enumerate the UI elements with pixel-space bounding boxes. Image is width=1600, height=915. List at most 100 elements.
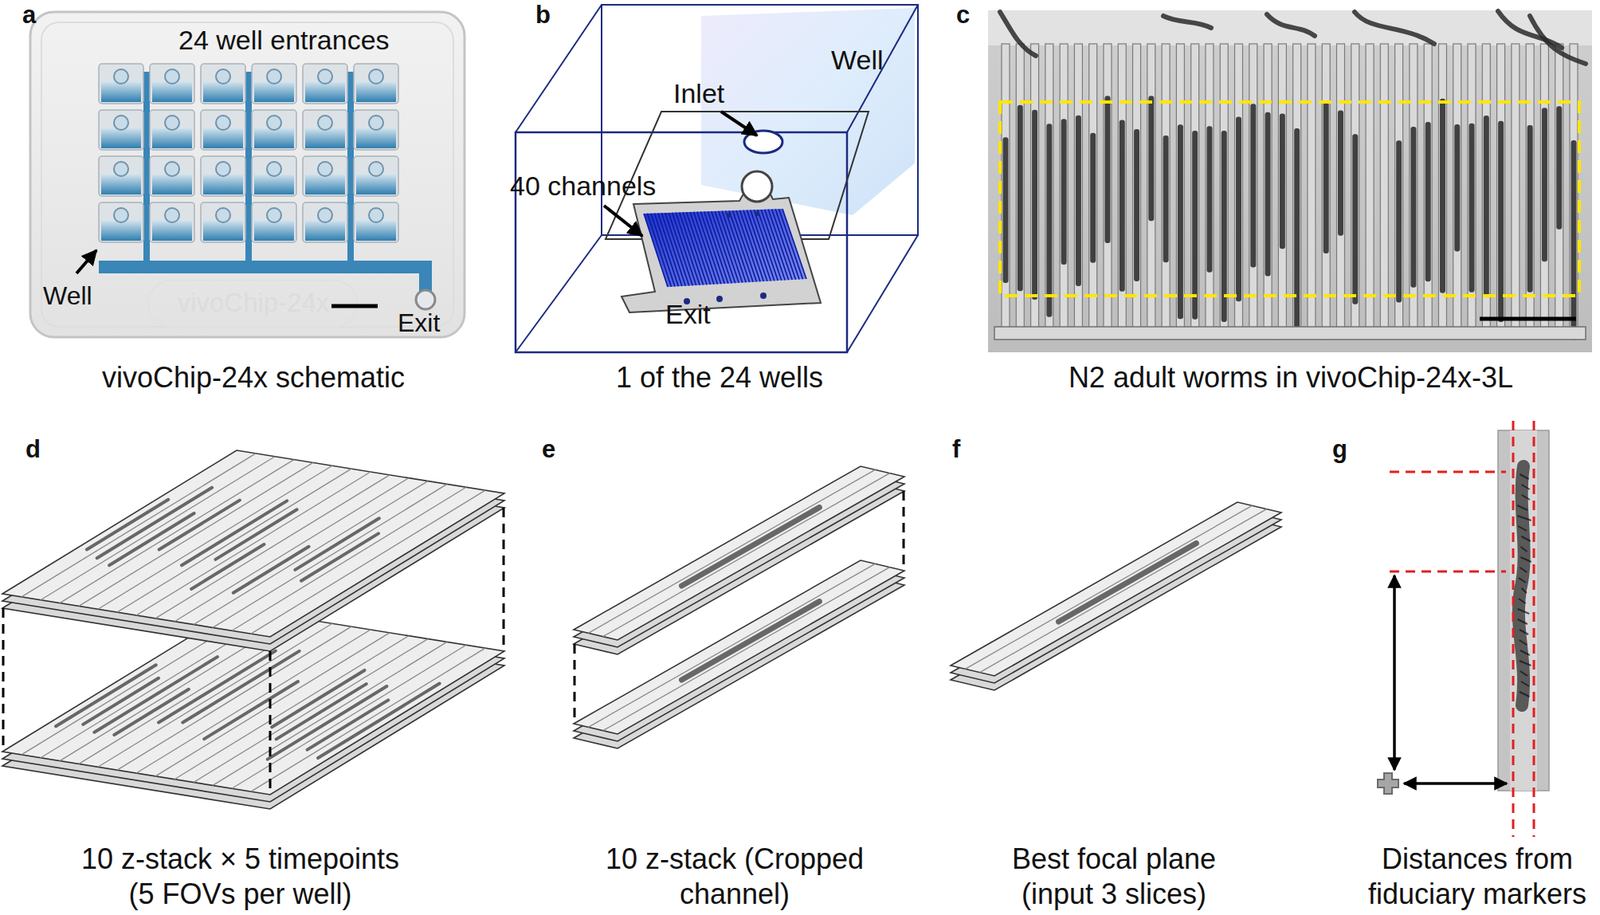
panel-letter: b <box>535 0 551 31</box>
channel-line <box>782 208 807 279</box>
box-edge <box>515 4 602 133</box>
channel <box>1235 43 1244 328</box>
worm-texture <box>1520 670 1528 676</box>
channel-array <box>643 208 807 287</box>
image-slice <box>2 450 505 637</box>
panel-caption: 10 z-stack × 5 timepoints (5 FOVs per we… <box>70 841 410 912</box>
channel-line <box>675 212 700 286</box>
well <box>98 156 144 197</box>
panel-caption: Distances from fiduciary markers <box>1356 841 1598 912</box>
well-grid <box>98 63 399 263</box>
fiducial-dot <box>716 295 723 302</box>
channel-wall <box>588 469 875 633</box>
worm <box>307 699 389 750</box>
panel-letter: f <box>952 434 961 465</box>
worm <box>1235 116 1242 302</box>
channel-wall <box>964 505 1252 669</box>
well <box>353 63 399 104</box>
scale-bar <box>331 304 378 309</box>
channel-wall <box>78 462 314 606</box>
channel-wall <box>980 509 1267 673</box>
channel <box>1191 43 1200 328</box>
worm <box>203 681 299 739</box>
worm-texture <box>1517 505 1528 510</box>
worm <box>1003 137 1009 283</box>
channel-line <box>690 211 714 285</box>
worm <box>182 650 299 723</box>
worm <box>1104 95 1110 244</box>
channel <box>1409 43 1418 328</box>
worm-texture <box>1518 598 1526 604</box>
worm <box>1058 543 1197 622</box>
channel-line <box>739 210 764 282</box>
well <box>353 109 399 150</box>
chip-rim <box>41 22 454 327</box>
annotation: Exit <box>665 298 711 331</box>
well <box>200 109 246 150</box>
channel-wall <box>21 453 256 597</box>
fiducial-dot <box>726 212 732 218</box>
worm <box>1119 119 1126 291</box>
worm <box>1337 109 1344 236</box>
fiducial-dot <box>754 211 760 216</box>
inlet-ring <box>741 171 773 202</box>
channel <box>1511 43 1520 328</box>
worm <box>1454 124 1460 251</box>
worm <box>1265 112 1271 277</box>
channel <box>1059 43 1068 328</box>
channel-line <box>711 211 736 283</box>
worm-texture <box>1519 691 1530 697</box>
well-entrance <box>317 69 333 84</box>
worm <box>158 650 276 723</box>
channel-wall <box>193 481 428 625</box>
guide-line <box>1533 420 1536 837</box>
channel-lumen <box>1509 430 1538 791</box>
panel-caption: 10 z-stack (Cropped channel) <box>583 841 887 912</box>
channel <box>1307 43 1316 328</box>
channel <box>1438 43 1447 328</box>
channel-line <box>672 212 697 286</box>
channel-line <box>679 211 704 285</box>
worm-texture <box>1519 639 1528 645</box>
channel-line <box>668 212 693 286</box>
well-entrance <box>368 161 384 177</box>
projection-line <box>2 607 5 752</box>
roi-box <box>1000 101 1580 296</box>
exit-port <box>415 290 436 310</box>
channel <box>1161 43 1170 328</box>
channel-line <box>753 209 778 281</box>
well <box>251 156 297 197</box>
annotation: Well <box>43 280 93 312</box>
channel <box>1453 43 1462 328</box>
channel-line <box>643 213 668 287</box>
annotation: Inlet <box>673 77 725 110</box>
channel-line <box>750 209 775 281</box>
worm <box>1148 95 1154 221</box>
well-entrance <box>164 161 180 177</box>
box-edge <box>515 235 602 353</box>
channel <box>1263 43 1272 328</box>
panel-letter: e <box>541 434 556 465</box>
worm <box>1206 125 1212 272</box>
channel <box>1525 43 1534 328</box>
worm <box>1046 123 1052 318</box>
well-entrance <box>113 69 129 84</box>
well <box>302 109 348 150</box>
channel-wall <box>250 647 486 792</box>
well-entrance <box>164 207 180 223</box>
well-entrance <box>215 115 231 130</box>
worm <box>1221 130 1228 322</box>
well <box>251 202 297 243</box>
channel-wall <box>155 632 390 777</box>
worm-texture <box>1517 608 1530 614</box>
pointer-arrow <box>603 205 643 236</box>
fiducial-marker <box>1377 772 1399 794</box>
worm <box>1250 103 1256 267</box>
channel <box>1089 43 1098 328</box>
channel <box>1380 43 1389 328</box>
worm <box>109 513 194 565</box>
image-slice <box>950 501 1282 676</box>
channels <box>1000 11 1586 340</box>
well <box>251 63 297 104</box>
feed-channel <box>245 71 252 263</box>
